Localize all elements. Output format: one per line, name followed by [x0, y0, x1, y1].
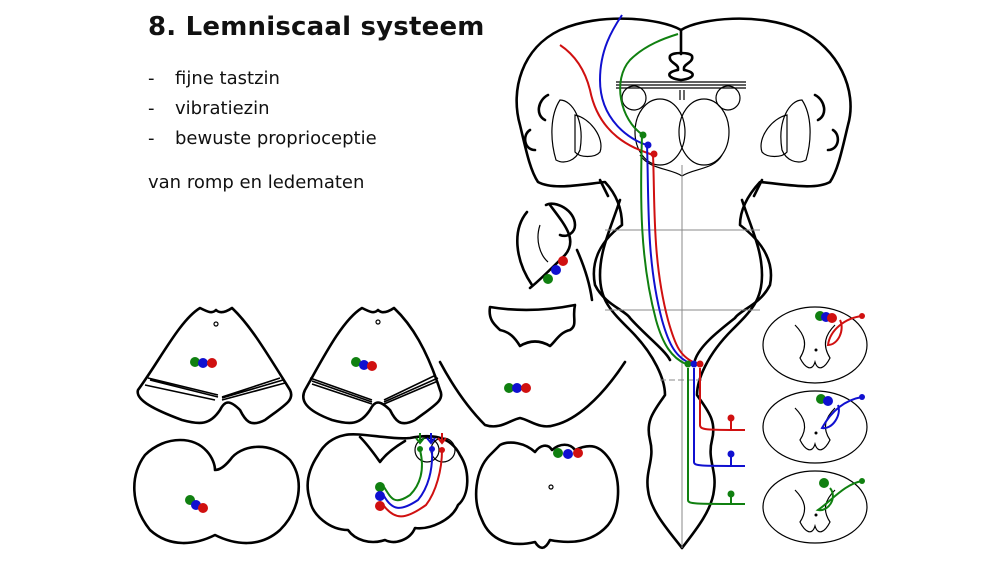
pathway-green-lemniscus	[640, 134, 687, 365]
bullet-list: -fijne tastzin -vibratiezin -bewuste pro…	[148, 66, 377, 156]
thalamus-inset-section	[516, 202, 594, 302]
medulla-section-1	[133, 438, 301, 545]
bullet-item: -vibratiezin	[148, 98, 270, 119]
thalamus-node-blue	[644, 141, 652, 149]
nucleus-node-blue	[690, 360, 698, 368]
pathway-red-lemniscus	[652, 154, 699, 365]
slide-title: 8. Lemniscaal systeem	[148, 12, 485, 42]
brainstem-outline	[598, 165, 764, 550]
spinal-section-cervical	[762, 306, 868, 384]
bullet-item: -fijne tastzin	[148, 68, 280, 89]
pons-section	[438, 303, 627, 428]
bullet-item: -bewuste proprioceptie	[148, 128, 377, 149]
pathway-lines	[559, 14, 746, 505]
brain-coronal-outline	[515, 17, 852, 362]
pathway-red-cortex	[559, 44, 654, 156]
nucleus-node-red	[696, 360, 704, 368]
spinal-section-lumbar	[762, 470, 868, 544]
medulla-section-2	[306, 433, 469, 544]
pathway-blue-lemniscus	[646, 144, 693, 365]
pathway-green-cortex	[619, 33, 679, 136]
medulla-section-3	[474, 441, 620, 550]
spinal-cord-sections	[762, 306, 868, 544]
slide-subtitle: van romp en ledematen	[148, 172, 365, 193]
midbrain-section-1	[136, 306, 293, 425]
spinal-section-thoracic	[762, 390, 868, 464]
pathway-blue-cortex	[598, 14, 648, 146]
thalamus-node-red	[650, 150, 658, 158]
thalamus-node-green	[639, 131, 647, 139]
midbrain-section-2	[302, 306, 443, 425]
nucleus-node-green	[684, 360, 692, 368]
